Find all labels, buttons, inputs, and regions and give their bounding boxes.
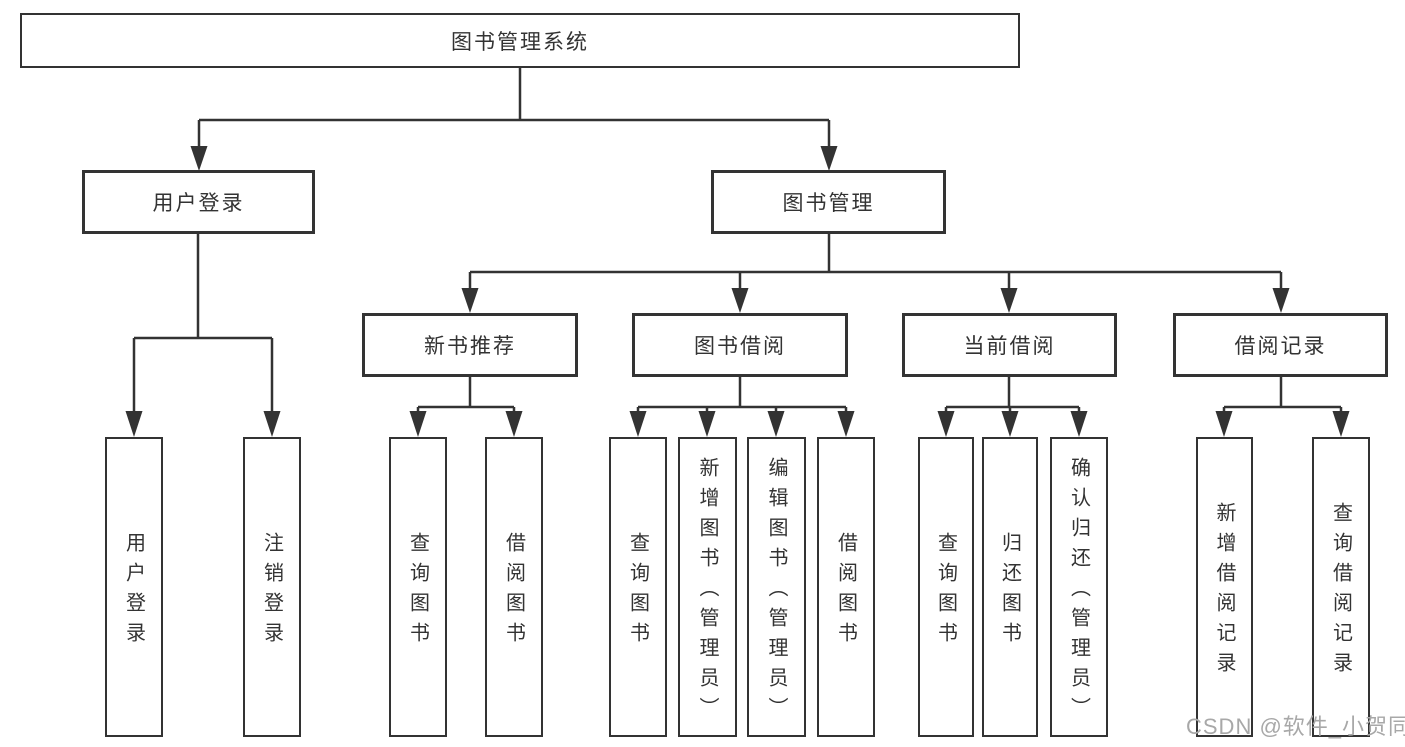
node-label: 当前借阅 [963,335,1056,358]
node-label: 用户登录 [152,192,245,215]
leaf-edit-book-admin: 编辑图书（管理员） [747,437,806,737]
leaf-label: 注销登录 [260,532,283,652]
leaf-label: 查询图书 [406,532,429,652]
node-label: 借阅记录 [1234,335,1327,358]
leaf-label: 查询借阅记录 [1329,502,1352,682]
leaf-label: 归还图书 [998,532,1021,652]
leaf-label: 新增借阅记录 [1213,502,1235,682]
leaf-label: 查询图书 [626,532,649,652]
leaf-label: 确认归还（管理员） [1067,457,1090,727]
leaf-borrow-book: 借阅图书 [817,437,875,737]
node-label: 图书管理 [782,192,875,215]
node-borrow-records: 借阅记录 [1173,313,1388,377]
arrowheads [125,146,1350,437]
leaf-label: 借阅图书 [834,532,857,652]
leaf-return-book: 归还图书 [982,437,1038,737]
leaf-add-book-admin: 新增图书（管理员） [678,437,737,737]
node-book-borrowing: 图书借阅 [632,313,848,377]
leaf-label: 新增图书（管理员） [696,457,718,727]
leaf-logout-login: 注销登录 [243,437,301,737]
connector-path [132,68,1343,414]
node-label: 图书借阅 [694,335,786,358]
node-user-login: 用户登录 [82,170,315,234]
node-new-book-recommend: 新书推荐 [362,313,578,377]
node-library-management-system: 图书管理系统 [20,13,1020,68]
leaf-query-book-borrowing: 查询图书 [609,437,667,737]
leaf-label: 借阅图书 [502,532,525,652]
node-current-borrowing: 当前借阅 [902,313,1117,377]
leaf-user-login: 用户登录 [105,437,163,737]
leaf-confirm-return-admin: 确认归还（管理员） [1050,437,1108,737]
leaf-query-borrow-record: 查询借阅记录 [1312,437,1370,737]
leaf-borrow-book-recommend: 借阅图书 [485,437,543,737]
node-book-management: 图书管理 [711,170,946,234]
leaf-label: 用户登录 [122,532,145,652]
leaf-query-book-recommend: 查询图书 [389,437,447,737]
node-label: 新书推荐 [424,335,516,358]
leaf-label: 编辑图书（管理员） [765,457,787,727]
leaf-query-book-current: 查询图书 [918,437,974,737]
csdn-watermark: CSDN @软件_小贺同学 [1186,714,1405,739]
leaf-label: 查询图书 [934,532,957,652]
node-label: 图书管理系统 [451,30,589,54]
leaf-add-borrow-record: 新增借阅记录 [1196,437,1253,737]
